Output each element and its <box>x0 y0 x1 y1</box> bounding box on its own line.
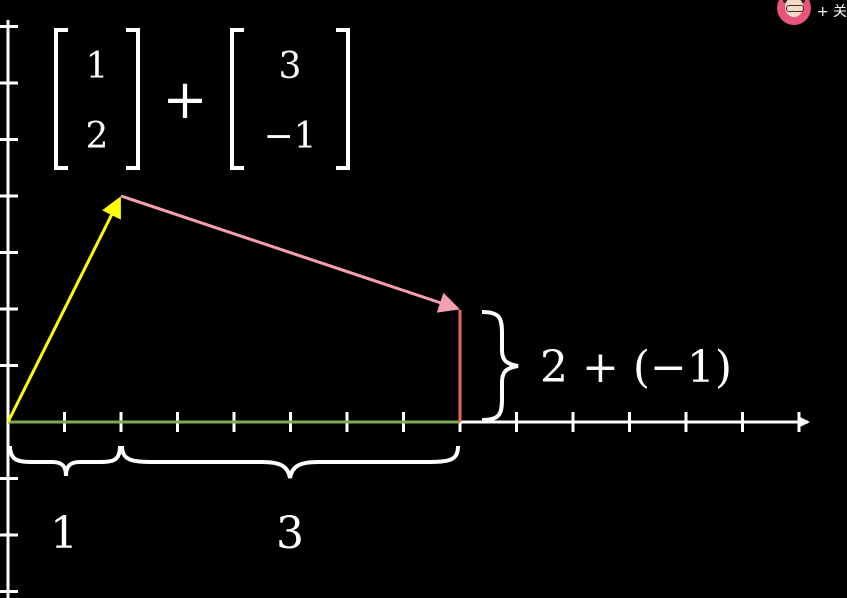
vector-a-matrix: 1 2 <box>54 28 140 170</box>
follow-button[interactable]: + 关 <box>817 1 847 21</box>
vector-b-left-bracket <box>230 28 244 170</box>
x-axis-arrow-icon <box>798 416 810 428</box>
vector-b-right-bracket <box>336 28 350 170</box>
axes <box>0 20 810 598</box>
brace-3 <box>120 445 460 479</box>
vector-a-right-bracket <box>126 28 140 170</box>
y-axis-ticks <box>0 25 18 593</box>
vector-a-bottom: 2 <box>86 116 109 157</box>
brace-1-label: 1 <box>50 508 78 559</box>
avatar-icon[interactable] <box>776 0 811 25</box>
plus-sign: + <box>162 68 207 131</box>
vector-b-matrix: 3 −1 <box>230 28 350 170</box>
vector-a-left-bracket <box>54 28 68 170</box>
brace-1 <box>8 445 122 477</box>
brace-vertical <box>481 310 519 422</box>
brace-3-label: 3 <box>276 508 304 559</box>
follow-label: + 关 <box>816 4 847 20</box>
vector-a-top: 1 <box>86 46 109 87</box>
vertical-sum-label: 2 + (−1) <box>540 342 732 393</box>
vector-b-bottom: −1 <box>263 116 316 157</box>
vector-b-top: 3 <box>279 46 302 87</box>
vector-a-arrow <box>6 196 121 423</box>
follow-overlay: + 关 <box>776 0 847 25</box>
vector-b-arrow <box>120 194 460 313</box>
